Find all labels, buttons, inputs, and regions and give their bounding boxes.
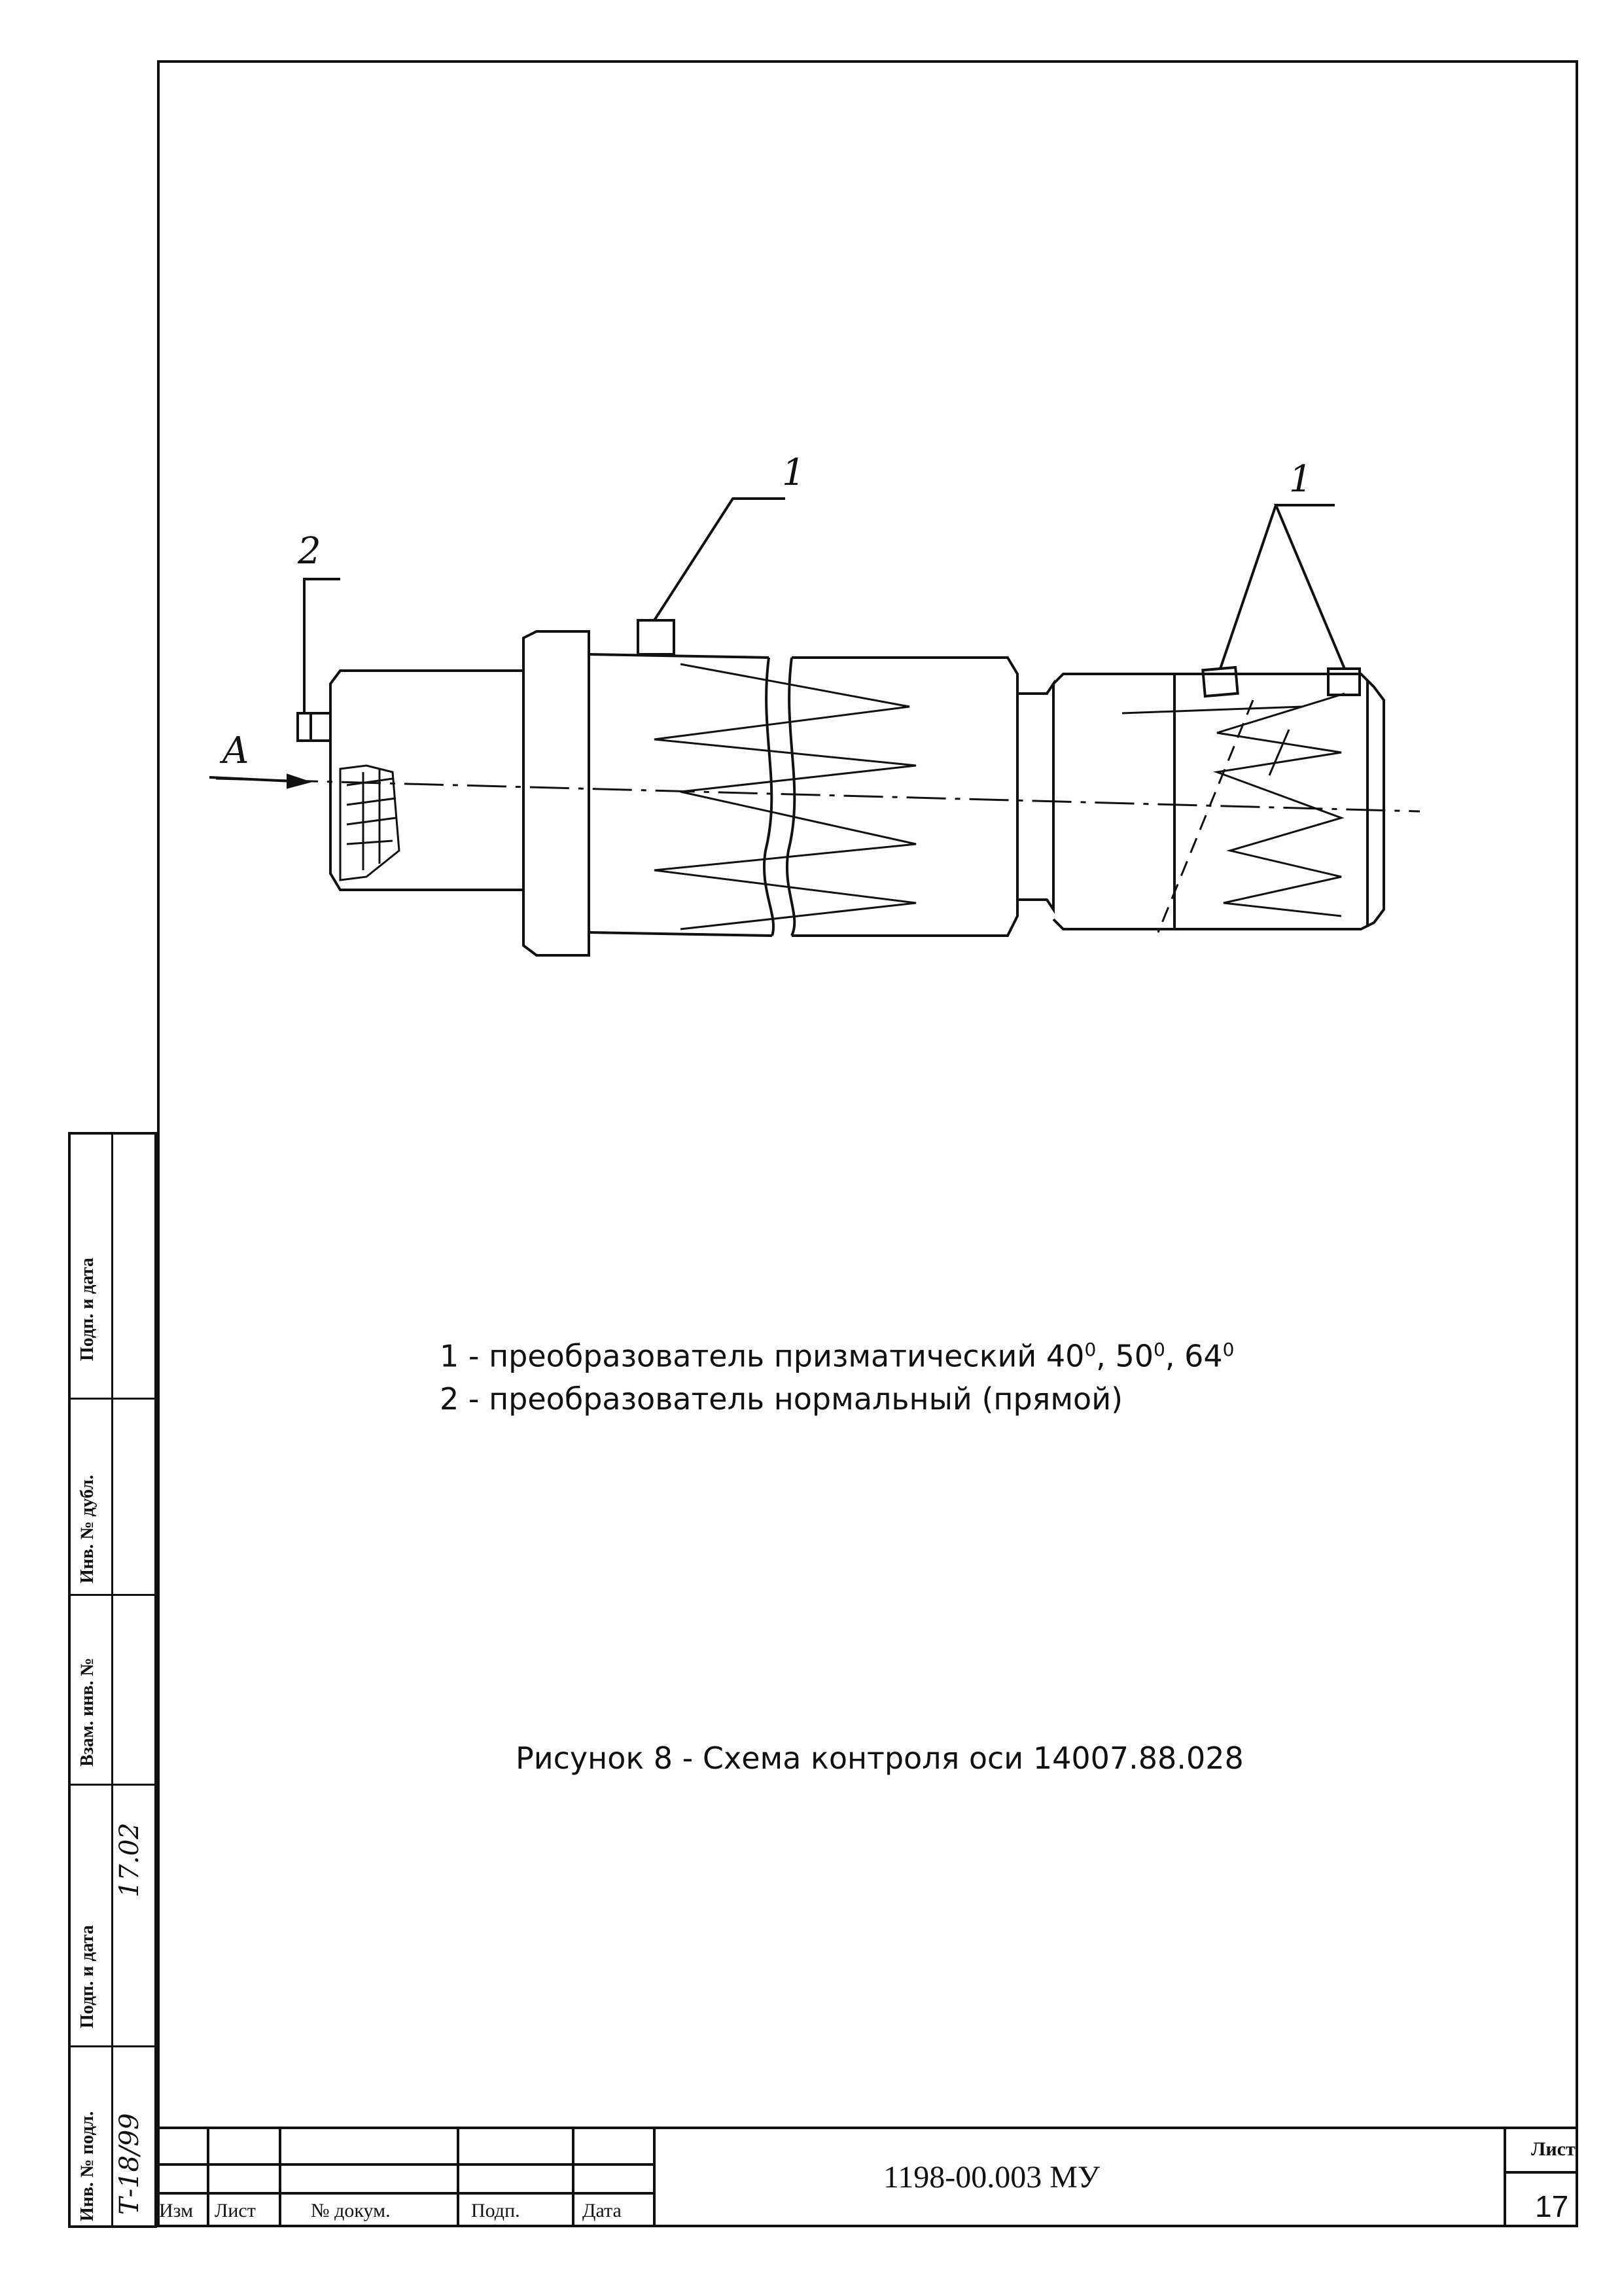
shaft-groove (1017, 679, 1055, 914)
label-2-left: 2 (298, 530, 321, 573)
break-line (762, 657, 796, 936)
sheet-number: 17 (1535, 2189, 1569, 2223)
degree-mark: 0 (1084, 1339, 1097, 1360)
sheet-label: Лист (1531, 2138, 1576, 2160)
legend-line-1-text: 1 - преобразователь призматический 40 (440, 1338, 1085, 1374)
leader-right-b (1273, 504, 1346, 669)
shaft-right-section (1052, 673, 1385, 930)
beam-path-main (654, 663, 917, 930)
legend-line-2: 2 - преобразователь нормальный (прямой) (440, 1381, 1123, 1417)
legend: 1 - преобразователь призматический 400, … (440, 1328, 1234, 1421)
legend-line-1-mid1: , 50 (1096, 1338, 1154, 1374)
beam-path-right (1213, 692, 1345, 917)
label-1-right: 1 (1289, 458, 1313, 501)
axis-line (215, 777, 1420, 813)
legend-line-1-mid2: , 64 (1165, 1338, 1223, 1374)
label-A: A (222, 730, 249, 772)
document-designation: 1198-00.003 МУ (883, 2160, 1100, 2195)
degree-mark: 0 (1154, 1339, 1165, 1360)
tb-col-list: Лист (215, 2200, 256, 2221)
legend-line-1: 1 - преобразователь призматический 400, … (440, 1328, 1234, 1377)
transducer-right-a (1201, 665, 1239, 698)
tb-col-data: Дата (582, 2200, 622, 2221)
tb-col-podp: Подп. (471, 2200, 520, 2221)
side-stamp-block (68, 1132, 157, 2228)
leader-right-a (1219, 504, 1277, 669)
figure-caption: Рисунок 8 - Схема контроля оси 14007.88.… (516, 1740, 1244, 1776)
tb-col-izm: Изм (159, 2200, 194, 2221)
leader-top (653, 497, 785, 622)
drawing-frame (157, 60, 1578, 2227)
side-divider (111, 1135, 113, 2225)
label-1-top: 1 (782, 451, 805, 494)
shaft-collar-left (522, 630, 590, 957)
degree-mark: 0 (1222, 1339, 1235, 1360)
shaft-main-section (588, 653, 1019, 937)
transducer-top (637, 619, 675, 656)
tb-col-doc: № докум. (311, 2200, 391, 2221)
transducer-left-normal (296, 712, 332, 742)
end-hatching (339, 764, 400, 881)
leader-left (303, 578, 340, 713)
